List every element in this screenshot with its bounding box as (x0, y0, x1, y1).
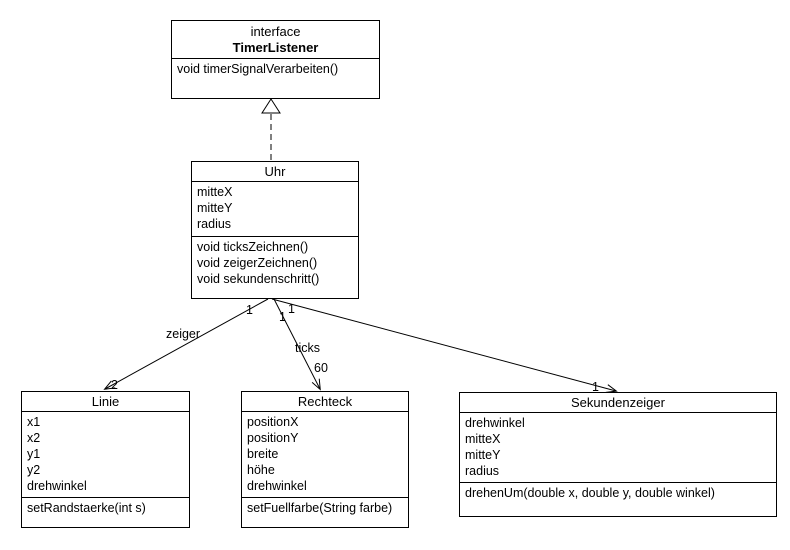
class-name: Rechteck (242, 392, 408, 412)
attribute: höhe (247, 463, 275, 477)
class-timerlistener-title: interface TimerListener (172, 21, 379, 59)
class-uhr: Uhr mitteX mitteY radius void ticksZeich… (191, 161, 359, 299)
class-linie: Linie x1 x2 y1 y2 drehwinkel setRandstae… (21, 391, 190, 528)
method: void sekundenschritt() (197, 272, 320, 286)
association-zeiger-source-multiplicity: 1 (246, 303, 253, 317)
methods-compartment: void timerSignalVerarbeiten() (172, 59, 379, 98)
attribute: radius (197, 217, 232, 231)
association-sekundenzeiger-source-multiplicity: 1 (288, 302, 295, 316)
method: setFuellfarbe(String farbe) (247, 501, 393, 515)
method: void ticksZeichnen() (197, 240, 309, 254)
attribute: drehwinkel (27, 479, 87, 493)
class-rechteck: Rechteck positionX positionY breite höhe… (241, 391, 409, 528)
class-sekundenzeiger: Sekundenzeiger drehwinkel mitteX mitteY … (459, 392, 777, 517)
attribute: mitteX (465, 432, 501, 446)
class-name: Uhr (192, 162, 358, 182)
association-ticks-target-multiplicity: 60 (314, 361, 328, 375)
method: void timerSignalVerarbeiten() (177, 62, 339, 76)
attribute: mitteY (197, 201, 233, 215)
class-name: Linie (22, 392, 189, 412)
methods-compartment: setRandstaerke(int s) (22, 498, 189, 527)
realization-triangle-icon (261, 98, 281, 114)
attribute: x1 (27, 415, 41, 429)
attribute: y2 (27, 463, 41, 477)
attribute: positionY (247, 431, 299, 445)
attributes-compartment: positionX positionY breite höhe drehwink… (242, 412, 408, 498)
attribute: mitteX (197, 185, 233, 199)
attributes-compartment: x1 x2 y1 y2 drehwinkel (22, 412, 189, 498)
attribute: y1 (27, 447, 41, 461)
attribute: positionX (247, 415, 299, 429)
attribute: breite (247, 447, 279, 461)
attribute: radius (465, 464, 500, 478)
method: setRandstaerke(int s) (27, 501, 146, 515)
attribute: drehwinkel (247, 479, 307, 493)
attributes-compartment: drehwinkel mitteX mitteY radius (460, 413, 776, 483)
association-sekundenzeiger-line (271, 298, 618, 393)
association-zeiger-target-multiplicity: 2 (111, 378, 118, 392)
method: drehenUm(double x, double y, double wink… (465, 486, 715, 500)
methods-compartment: setFuellfarbe(String farbe) (242, 498, 408, 527)
association-zeiger-line (103, 298, 269, 390)
association-ticks-source-multiplicity: 1 (279, 310, 286, 324)
attribute: drehwinkel (465, 416, 525, 430)
association-zeiger-label: zeiger (166, 327, 201, 341)
attribute: mitteY (465, 448, 501, 462)
class-name: TimerListener (232, 40, 319, 55)
stereotype-label: interface (250, 24, 301, 39)
methods-compartment: void ticksZeichnen() void zeigerZeichnen… (192, 237, 358, 298)
methods-compartment: drehenUm(double x, double y, double wink… (460, 483, 776, 516)
class-name: Sekundenzeiger (460, 393, 776, 413)
association-sekundenzeiger-target-multiplicity: 1 (592, 380, 599, 394)
attribute: x2 (27, 431, 41, 445)
class-timerlistener: interface TimerListener void timerSignal… (171, 20, 380, 99)
attributes-compartment: mitteX mitteY radius (192, 182, 358, 237)
association-ticks-line (273, 298, 321, 391)
method: void zeigerZeichnen() (197, 256, 318, 270)
association-ticks-label: ticks (295, 341, 320, 355)
